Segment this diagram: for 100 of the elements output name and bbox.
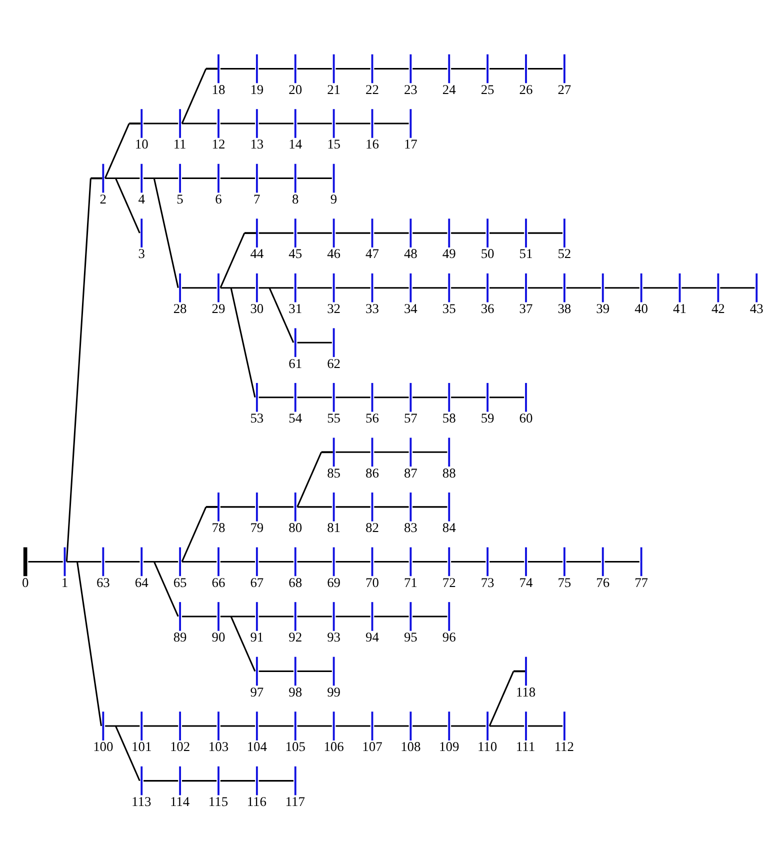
connector: [336, 560, 370, 562]
connector: [182, 178, 217, 180]
node-label: 61: [288, 356, 302, 371]
connector: [682, 287, 716, 289]
connector: [182, 122, 217, 124]
node-label: 20: [288, 82, 302, 97]
node-box: [332, 54, 335, 84]
connector: [566, 287, 601, 289]
node-label: 94: [366, 630, 379, 645]
connector: [489, 560, 524, 562]
node-label: 100: [93, 739, 114, 754]
connector: [336, 287, 370, 289]
node-box: [448, 547, 450, 576]
node-label: 82: [366, 520, 379, 536]
connector: [489, 232, 524, 234]
connector: [76, 562, 102, 726]
node-box: [294, 164, 296, 193]
node-box: [525, 382, 527, 412]
node-label: 117: [285, 794, 305, 809]
node-box: [410, 273, 412, 302]
connector: [412, 560, 448, 562]
node-box: [717, 273, 720, 302]
node-box: [563, 712, 566, 740]
node-label: 60: [519, 410, 533, 426]
connector: [220, 506, 255, 508]
connector: [489, 68, 524, 70]
node-label: 95: [404, 630, 418, 645]
node-label: 88: [442, 465, 456, 480]
node-box: [410, 54, 412, 84]
node-box: [102, 712, 104, 740]
node-box: [64, 547, 66, 576]
connector: [297, 178, 332, 180]
node-box: [294, 492, 296, 522]
node-label: 54: [288, 410, 302, 426]
node-box: [448, 492, 450, 522]
node-label: 46: [327, 246, 341, 262]
node-label: 52: [558, 246, 572, 262]
node-label: 22: [366, 82, 379, 97]
node-box: [294, 547, 296, 576]
node-label: 86: [366, 465, 379, 480]
node-label: 80: [288, 520, 302, 536]
connector: [182, 287, 217, 289]
node-box: [179, 766, 181, 796]
node-box: [602, 547, 604, 576]
node-box: [525, 273, 527, 302]
node-label: 24: [442, 82, 456, 97]
connector: [144, 725, 178, 727]
node-label: 59: [480, 410, 494, 426]
node-label: 33: [366, 301, 379, 316]
node-label: 8: [292, 191, 299, 206]
node-label: 18: [212, 82, 226, 97]
connector: [104, 123, 130, 179]
connector: [144, 560, 178, 562]
node-box: [678, 273, 681, 302]
connector: [297, 342, 332, 344]
connector: [297, 670, 332, 672]
node-label: 83: [404, 520, 418, 536]
connector: [105, 178, 140, 180]
node-label: 32: [327, 301, 341, 316]
node-box: [294, 54, 296, 84]
node-box: [486, 273, 489, 302]
node-label: 34: [404, 301, 418, 316]
connector: [297, 287, 332, 289]
node-box: [410, 602, 412, 631]
node-box: [563, 218, 566, 248]
connector: [412, 451, 448, 453]
connector: [182, 560, 217, 562]
node-box: [140, 547, 143, 576]
node-label: 30: [250, 301, 264, 316]
node-label: 25: [480, 82, 494, 97]
node-box: [486, 712, 489, 740]
node-label: 39: [596, 301, 610, 316]
node-label: 85: [327, 465, 341, 480]
connector: [336, 396, 370, 398]
node-label: 112: [554, 739, 574, 754]
connector: [220, 287, 255, 289]
connector: [528, 287, 562, 289]
node-box: [294, 328, 296, 358]
connector: [336, 506, 370, 508]
node-label: 35: [442, 301, 456, 316]
connector: [720, 287, 755, 289]
node-label: 63: [96, 574, 110, 590]
node-label: 53: [250, 410, 264, 426]
connector: [105, 560, 140, 562]
node-label: 27: [558, 82, 572, 97]
connector: [336, 122, 370, 124]
node-box: [294, 218, 296, 248]
node-box: [525, 218, 527, 248]
node-box: [179, 712, 181, 740]
connector: [297, 560, 332, 562]
node-box: [179, 602, 181, 631]
node-box: [371, 438, 374, 467]
node-label: 76: [596, 574, 610, 590]
node-box: [179, 273, 181, 302]
connector: [105, 725, 140, 727]
connector: [489, 725, 524, 727]
connector: [451, 396, 486, 398]
connector: [114, 726, 140, 782]
connector: [336, 725, 370, 727]
connector: [451, 68, 486, 70]
